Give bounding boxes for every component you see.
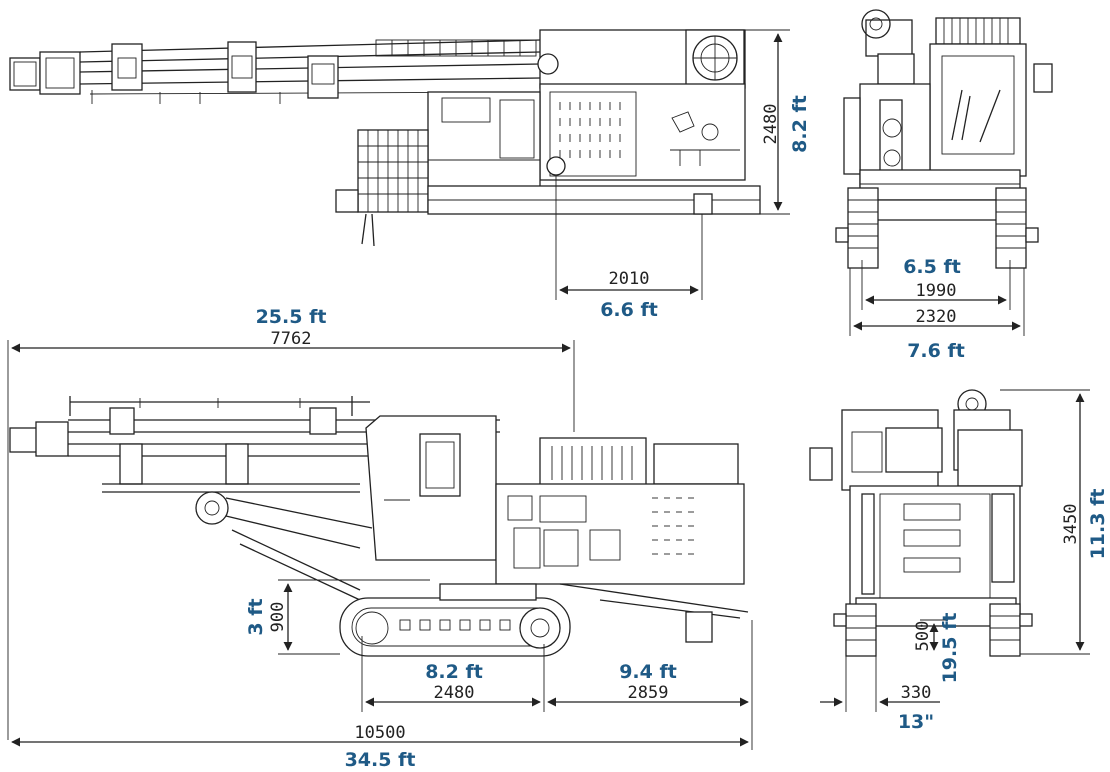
top-height-mm-label: 2480 (761, 104, 781, 145)
top-rear-view-drawing (835, 9, 1053, 269)
top-rear-width-ft-label: 7.6 ft (907, 340, 965, 362)
bottom-total-length-ft-label: 34.5 ft (345, 749, 416, 771)
top-height-ft-label: 8.2 ft (789, 95, 811, 153)
bottom-rear-height-ft-label: 11.3 ft (1087, 489, 1109, 560)
bottom-clearance-mm-label: 900 (268, 602, 288, 633)
bottom-rear-track-width-ft-label: 13" (898, 711, 934, 733)
bottom-rear-length-mm-label: 2859 (628, 683, 669, 703)
top-rear-gauge-ft-label: 6.5 ft (903, 256, 961, 278)
top-side-dimensions (555, 29, 790, 300)
top-side-view-drawing (9, 29, 761, 247)
top-offset-ft-label: 6.6 ft (600, 299, 658, 321)
top-rear-gauge-mm-label: 1990 (916, 281, 957, 301)
top-offset-mm-label: 2010 (609, 269, 650, 289)
top-rear-width-mm-label: 2320 (916, 307, 957, 327)
bottom-rear-track-width-mm-label: 330 (901, 683, 932, 703)
bottom-rear-dimensions (820, 389, 1090, 712)
bottom-rear-view-drawing (809, 389, 1033, 657)
bottom-clearance-ft-label: 3 ft (245, 598, 267, 635)
top-rear-dimensions (849, 260, 1025, 336)
bottom-rear-length-ft-label: 9.4 ft (619, 661, 677, 683)
bottom-track-length-mm-label: 2480 (434, 683, 475, 703)
bottom-track-length-ft-label: 8.2 ft (425, 661, 483, 683)
bottom-reach-mm-label: 7762 (271, 329, 312, 349)
bottom-side-view-drawing (9, 396, 749, 657)
bottom-total-length-mm-label: 10500 (354, 723, 405, 743)
bottom-reach-ft-label: 25.5 ft (256, 306, 327, 328)
bottom-rear-clearance-mm-label: 500 (913, 621, 933, 652)
bottom-side-dimensions (7, 340, 753, 750)
bottom-rear-height-mm-label: 3450 (1061, 504, 1081, 545)
bottom-rear-clearance-ft-label: 19.5 ft (939, 613, 961, 684)
